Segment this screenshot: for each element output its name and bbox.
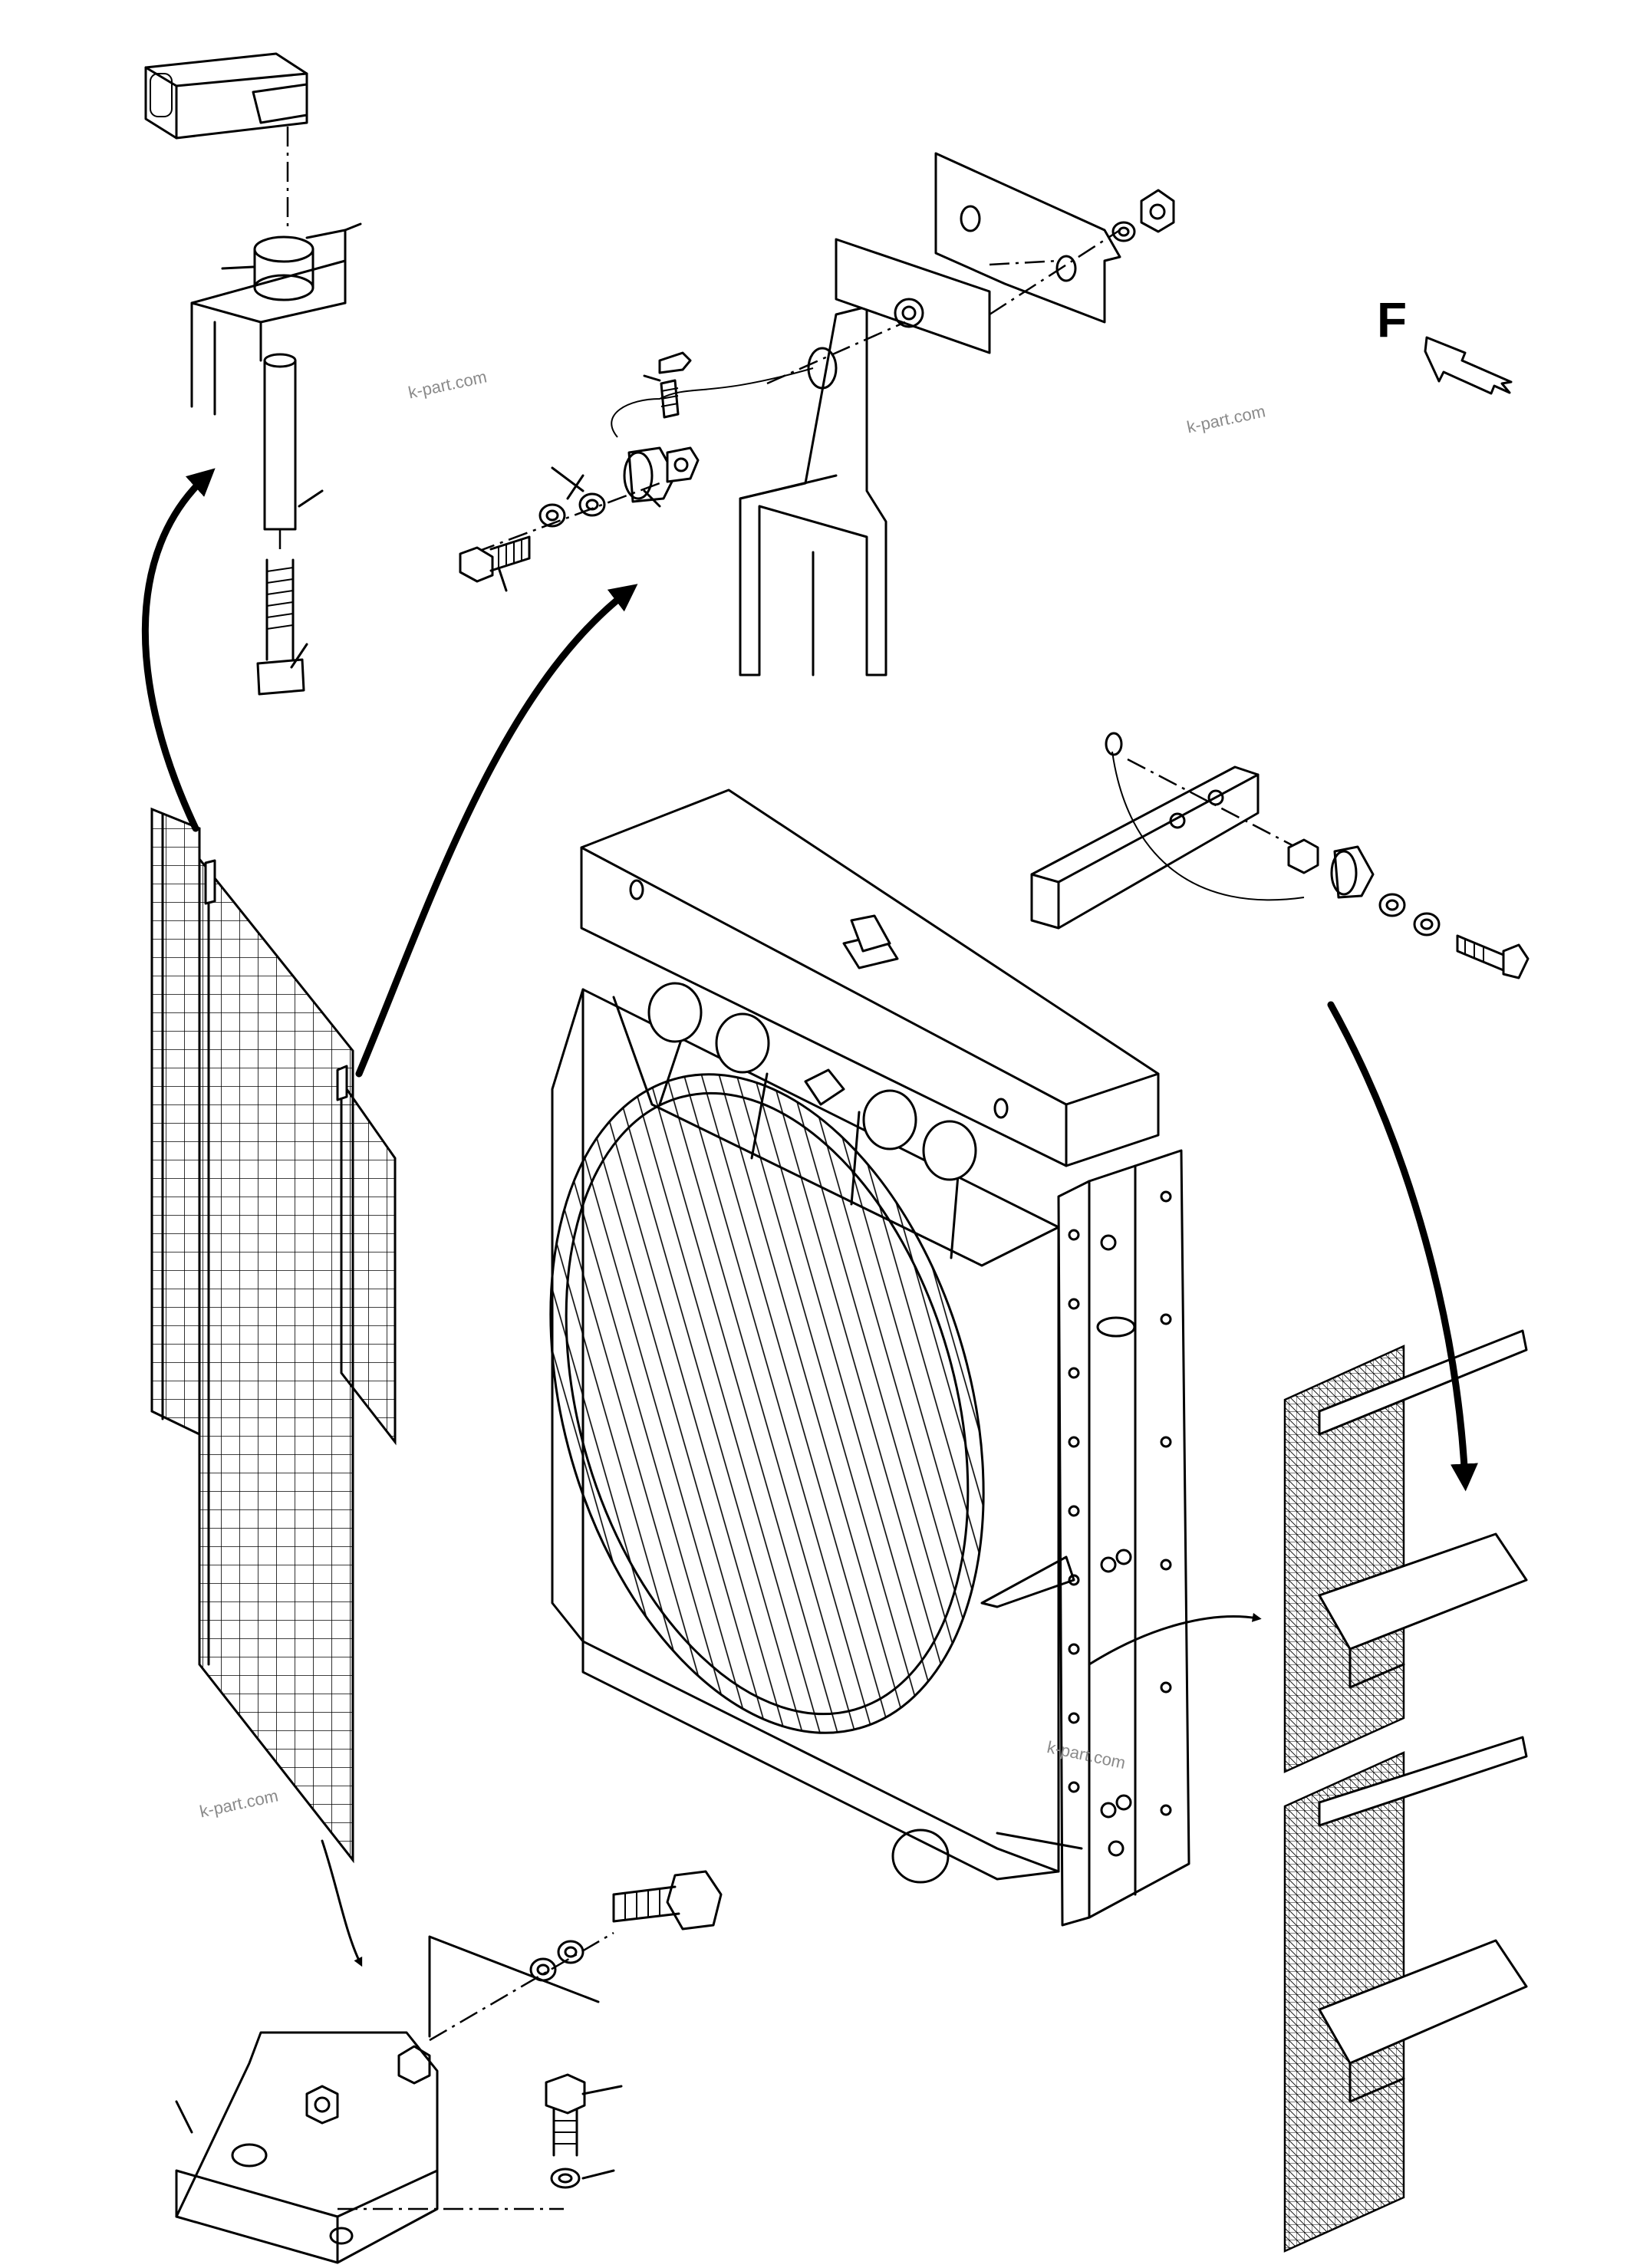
frame-tube-pin-assembly [144,52,362,696]
lower-mount-assembly [175,1870,723,2264]
grille-screens [150,807,397,1864]
hollow-arrow-icon [1424,336,1513,395]
radiator-core [549,788,1190,1927]
side-angle-bracket-assembly [1030,732,1530,979]
side-mesh-screens [1283,1329,1528,2253]
assembly-arrows [141,468,1478,1967]
upper-bracket-assembly [459,152,1175,676]
front-direction-arrow [1424,336,1513,395]
front-direction-label: F [1377,292,1408,347]
